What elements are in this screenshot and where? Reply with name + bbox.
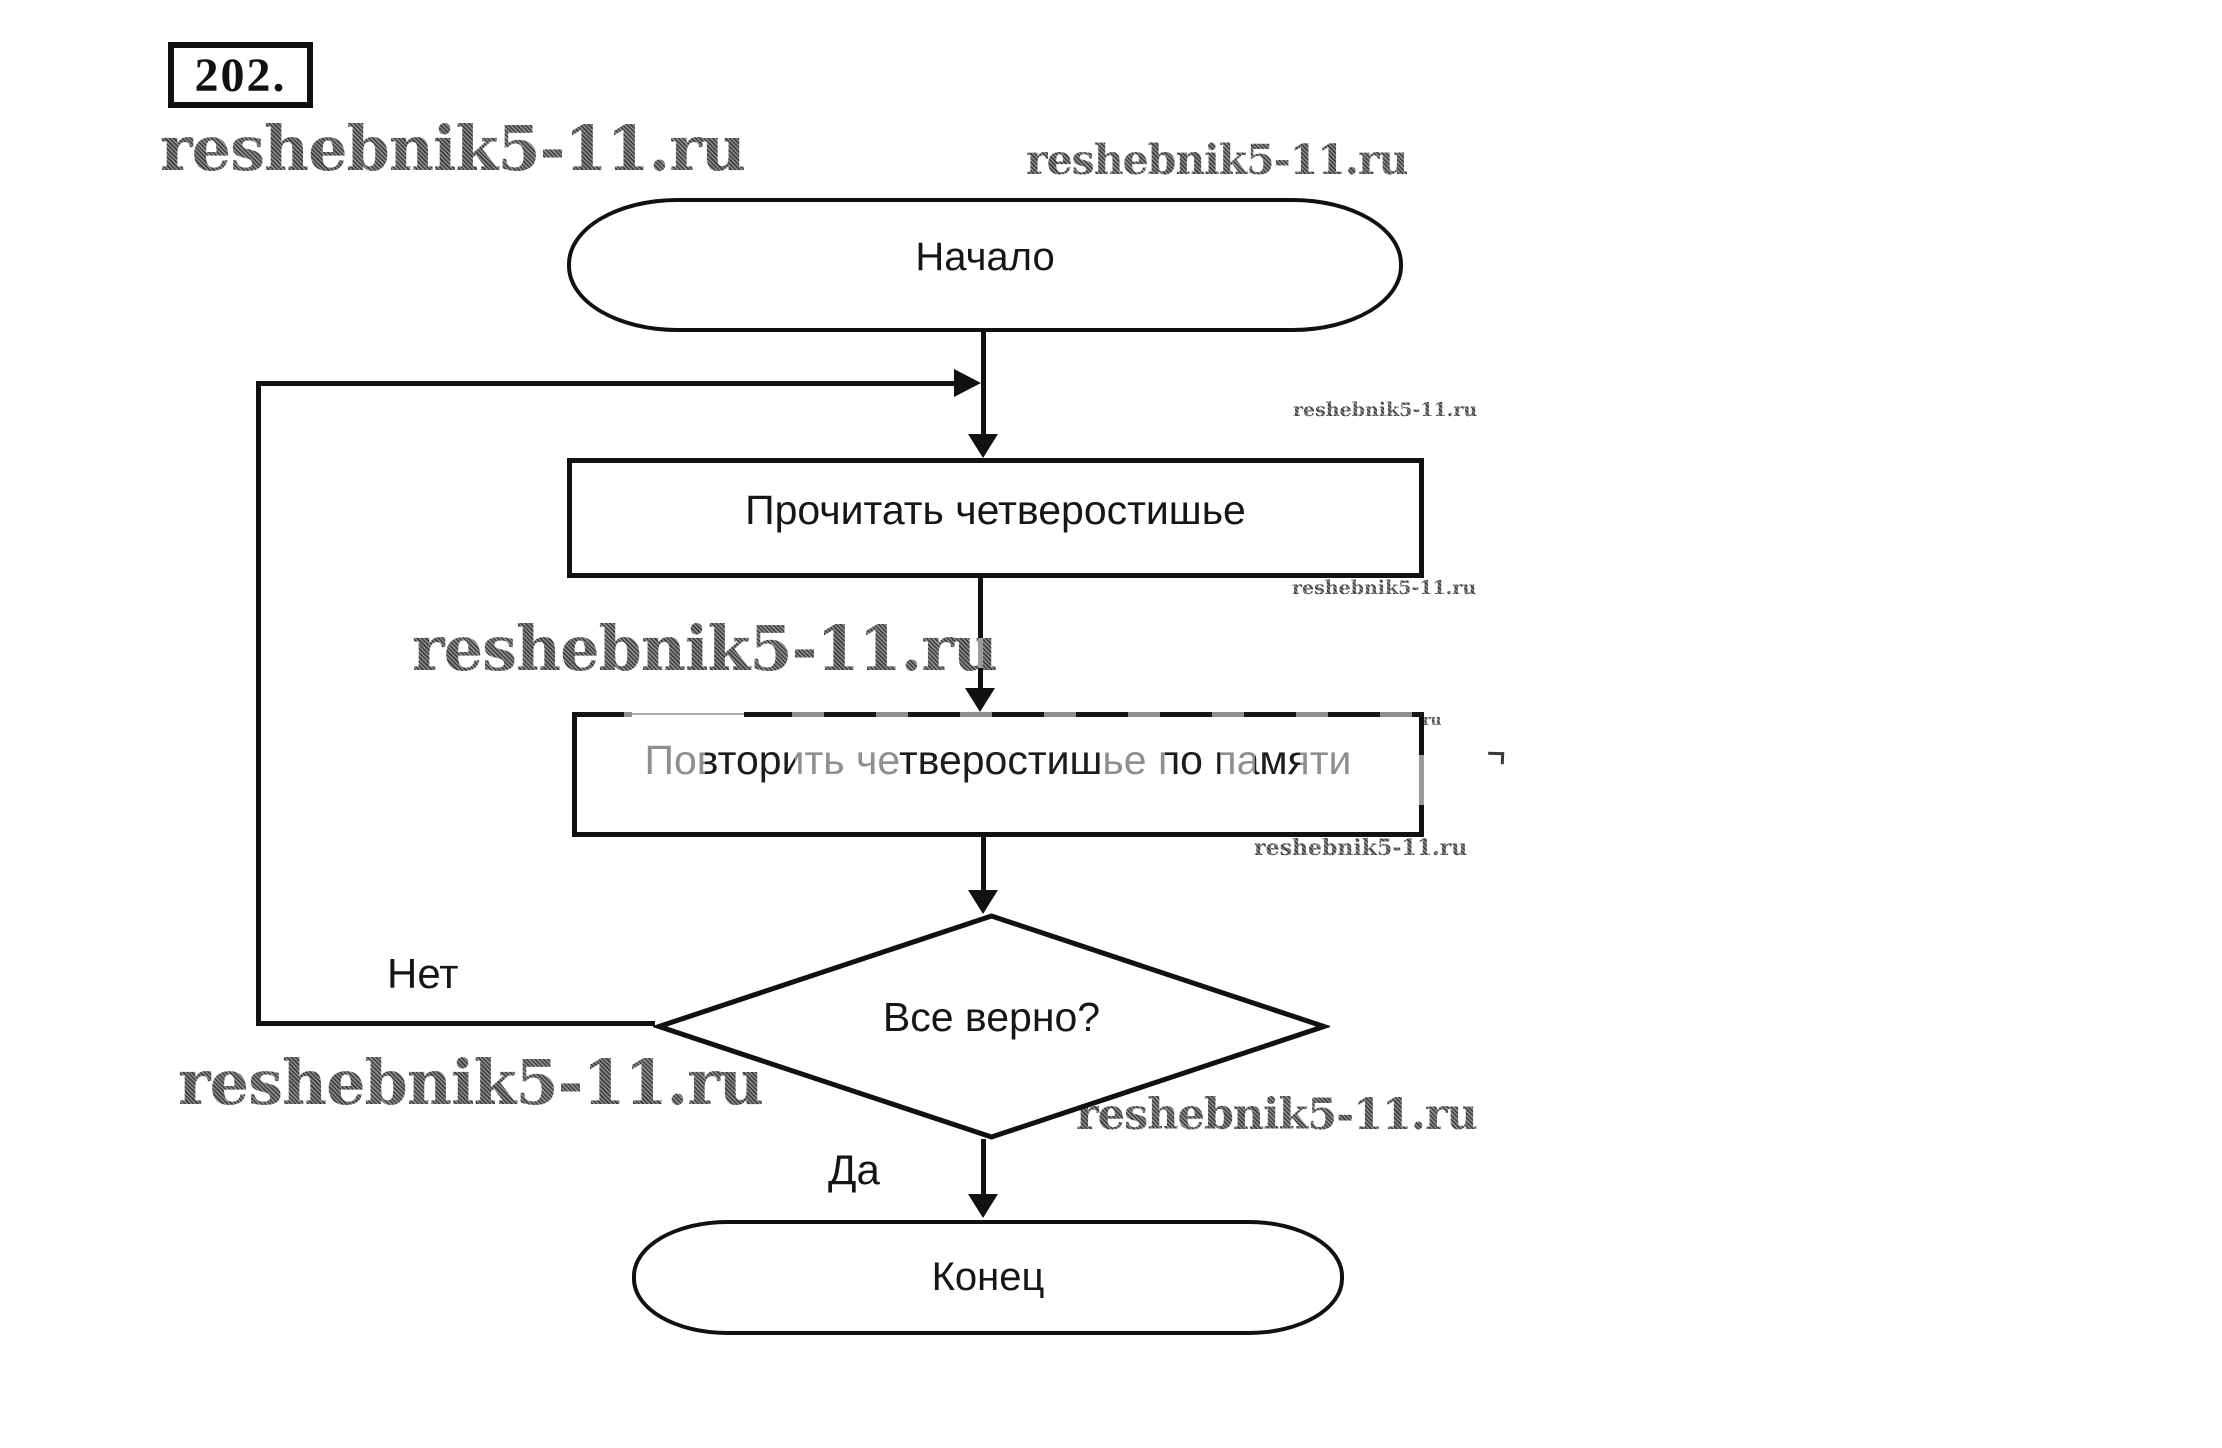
- decision-node: Все верно?: [653, 913, 1330, 1140]
- connector-loop-top: [256, 381, 956, 386]
- dashed-border-gap: [632, 712, 744, 717]
- watermark-text: reshebnik5-11.ru: [178, 1046, 764, 1119]
- watermark-text: reshebnik5-11.ru: [1076, 1090, 1478, 1140]
- branch-yes-label: Да: [828, 1146, 880, 1193]
- end-label: Конец: [931, 1255, 1045, 1299]
- border-gap-artifact: [1419, 755, 1424, 805]
- decision-label-wrap: Все верно?: [653, 913, 1330, 1140]
- connector-start-to-read: [981, 330, 986, 436]
- connector-decision-to-end: [981, 1139, 986, 1196]
- watermark-text: reshebnik5-11.ru: [1254, 835, 1468, 861]
- process-node-read: Прочитать четверостишье: [567, 458, 1424, 578]
- connector-loop-left: [256, 381, 261, 1026]
- decision-label: Все верно?: [882, 994, 1101, 1040]
- dashed-border-artifact: [572, 712, 1424, 717]
- stray-corner-mark: [1487, 751, 1505, 765]
- task-number-box: 202.: [168, 42, 313, 108]
- branch-no-label: Нет: [387, 950, 459, 997]
- arrowhead-right-icon: [954, 369, 981, 397]
- task-number: 202.: [194, 48, 287, 102]
- arrowhead-down-icon: [968, 1194, 998, 1218]
- watermark-text: reshebnik5-11.ru: [160, 112, 746, 185]
- start-node: Начало: [567, 198, 1403, 332]
- process-read-label: Прочитать четверостишье: [745, 486, 1246, 533]
- connector-loop-bottom: [256, 1021, 655, 1026]
- connector-read-to-repeat: [978, 576, 983, 688]
- start-label: Начало: [915, 234, 1055, 279]
- arrowhead-down-icon: [968, 890, 998, 914]
- watermark-text: reshebnik5-11.ru: [412, 612, 998, 685]
- watermark-text: reshebnik5-11.ru: [1292, 577, 1477, 599]
- watermark-text: reshebnik5-11.ru: [1026, 136, 1408, 184]
- end-node: Конец: [632, 1220, 1344, 1335]
- connector-repeat-to-decision: [981, 836, 986, 891]
- watermark-text: reshebnik5-11.ru: [1293, 399, 1478, 421]
- arrowhead-down-icon: [968, 434, 998, 458]
- arrowhead-down-icon: [965, 688, 995, 712]
- decision-diamond-shape: [653, 913, 1330, 1140]
- process-repeat-label: Повторить четверостишье по памяти: [644, 737, 1352, 783]
- process-node-repeat: Повторить четверостишье по памяти: [572, 712, 1424, 837]
